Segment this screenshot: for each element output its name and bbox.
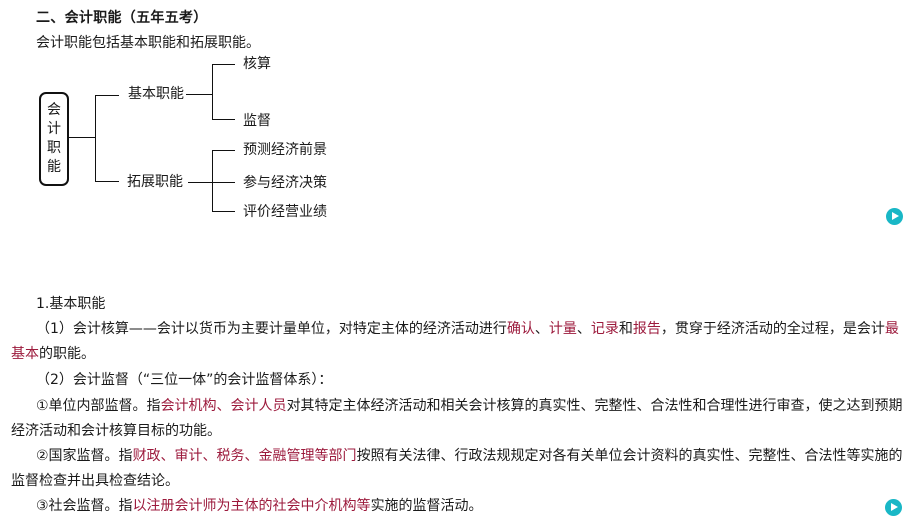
- connector-line: [212, 150, 213, 212]
- play-button-1[interactable]: [886, 208, 903, 225]
- branch-extended-label: 拓展职能: [127, 174, 183, 190]
- p2-text: （2）会计监督（“三位一体”的会计监督体系）：: [36, 372, 333, 388]
- p1-sep: 和: [618, 321, 633, 337]
- root-node: 会 计 职 能: [39, 92, 69, 186]
- root-char: 计: [47, 121, 61, 137]
- accounting-functions-diagram: 会 计 职 能 基本职能 拓展职能 核算 监督 预测经济前景 参与经济决策 评价…: [0, 0, 913, 240]
- highlight-text: 以注册会计师为主体的社会中介机构等: [132, 498, 371, 514]
- paragraph-supervision: （2）会计监督（“三位一体”的会计监督体系）：: [11, 368, 911, 393]
- root-char: 能: [47, 159, 61, 175]
- branch-basic-label: 基本职能: [128, 86, 184, 102]
- connector-line: [188, 182, 212, 183]
- paragraph-internal-supervision: ①单位内部监督。指会计机构、会计人员对其特定主体经济活动和相关会计核算的真实性、…: [11, 394, 911, 445]
- leaf-evaluation: 评价经营业绩: [243, 204, 327, 220]
- intro-text: 会计职能包括基本职能和拓展职能。: [36, 35, 260, 51]
- connector-line: [69, 137, 95, 138]
- section1-heading-text: 1.基本职能: [36, 296, 106, 312]
- p1-text: （1）会计核算——会计以货币为主要计量单位，对特定主体的经济活动进行: [36, 321, 507, 337]
- section1-heading: 1.基本职能: [36, 292, 913, 317]
- p4-text: ②国家监督。指: [36, 448, 133, 464]
- connector-line: [95, 95, 119, 96]
- highlight-text: 确认: [506, 321, 535, 337]
- p3-text: ①单位内部监督。指: [36, 398, 161, 414]
- root-char: 职: [47, 140, 61, 156]
- leaf-forecast: 预测经济前景: [243, 142, 327, 158]
- p1-sep: 、: [576, 321, 591, 337]
- p4-text: 按照有关法律、行政法规规定对各有关单位会计资料的真实性、完整性、合法性等实施的监…: [11, 448, 903, 490]
- paragraph-social-supervision: ③社会监督。指以注册会计师为主体的社会中介机构等实施的监督活动。: [11, 494, 911, 519]
- highlight-text: 记录: [590, 321, 619, 337]
- highlight-text: 报告: [632, 321, 661, 337]
- connector-line: [212, 182, 235, 183]
- connector-line: [212, 150, 235, 151]
- paragraph-accounting: （1）会计核算——会计以货币为主要计量单位，对特定主体的经济活动进行确认、计量、…: [11, 317, 911, 368]
- p1-text: 的职能。: [39, 346, 95, 363]
- section-title: 二、会计职能（五年五考）: [36, 10, 208, 26]
- highlight-text: 会计机构、会计人员: [160, 398, 287, 414]
- p1-sep: 、: [534, 321, 549, 337]
- p5-text: 实施的监督活动。: [370, 498, 483, 514]
- p3-text: 对其特定主体经济活动和相关会计核算的真实性、完整性、合法性和合理性进行审查，使之…: [11, 398, 903, 440]
- connector-line: [212, 119, 235, 120]
- connector-line: [212, 64, 235, 65]
- connector-line: [186, 94, 212, 95]
- connector-line: [212, 64, 213, 120]
- connector-line: [95, 95, 96, 182]
- highlight-text: 最基本: [11, 321, 899, 363]
- highlight-text: 计量: [548, 321, 577, 337]
- root-char: 会: [47, 102, 61, 118]
- highlight-text: 财政、审计、税务、金融管理等部门: [132, 448, 357, 464]
- connector-line: [212, 211, 235, 212]
- play-button-2[interactable]: [885, 499, 902, 516]
- leaf-accounting: 核算: [243, 56, 271, 72]
- paragraph-state-supervision: ②国家监督。指财政、审计、税务、金融管理等部门按照有关法律、行政法规规定对各有关…: [11, 444, 911, 495]
- p1-text: ，贯穿于经济活动的全过程，是会计: [660, 321, 885, 337]
- leaf-supervision: 监督: [243, 113, 271, 129]
- p5-text: ③社会监督。指: [36, 498, 133, 514]
- connector-line: [95, 181, 119, 182]
- leaf-decision: 参与经济决策: [243, 175, 327, 191]
